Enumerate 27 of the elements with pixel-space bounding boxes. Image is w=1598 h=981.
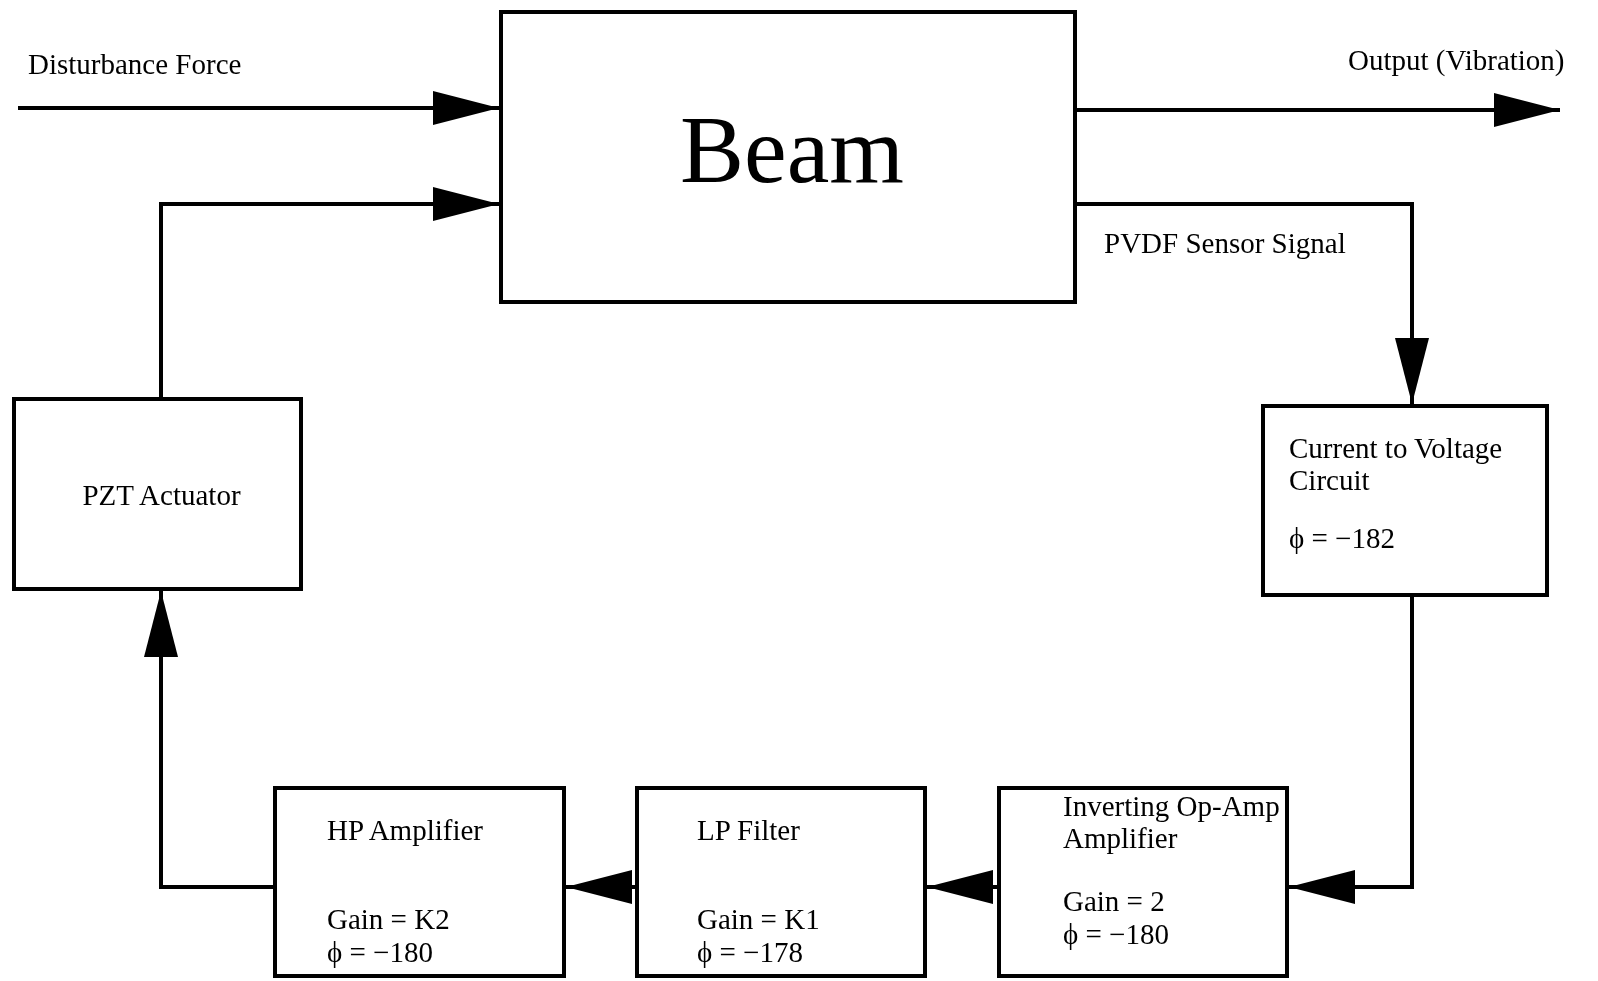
block-box	[12, 397, 303, 591]
block-text: LP Filter	[697, 814, 801, 846]
arrow	[1077, 93, 1560, 127]
block-text: Current to Voltage Circuit	[1289, 432, 1504, 496]
block-text: PZT Actuator	[81, 479, 242, 511]
block-text: ϕ = −180	[327, 936, 434, 968]
block-text: Inverting Op-Amp Amplifier	[1063, 790, 1281, 854]
arrow	[159, 187, 499, 397]
arrow	[144, 591, 273, 889]
block-box	[273, 786, 566, 978]
block-text: Beam	[679, 102, 905, 198]
arrow	[1077, 202, 1429, 404]
arrow	[566, 870, 635, 904]
block-text: ϕ = −182	[1289, 522, 1396, 554]
block-box	[635, 786, 927, 978]
arrow	[927, 870, 997, 904]
arrow	[1289, 597, 1414, 904]
block-text: HP Amplifier	[327, 814, 484, 846]
block-text: Gain = K1	[697, 903, 821, 935]
block-text: ϕ = −178	[697, 936, 804, 968]
block-box	[997, 786, 1289, 978]
arrow	[18, 91, 499, 125]
block-box	[1261, 404, 1549, 597]
block-box	[499, 10, 1077, 304]
block-text: ϕ = −180	[1063, 918, 1170, 950]
block-text: Gain = 2	[1063, 885, 1166, 917]
block-text: Gain = K2	[327, 903, 451, 935]
